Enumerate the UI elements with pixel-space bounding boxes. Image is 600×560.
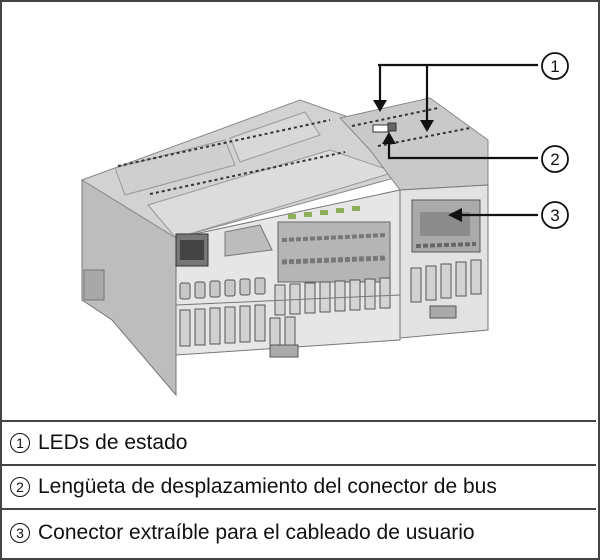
callout-number-1: 1 [10,433,30,453]
legend-row-3: 3 Conector extraíble para el cableado de… [2,508,596,556]
svg-text:2: 2 [550,150,559,169]
svg-text:3: 3 [550,206,559,225]
callout-number-3: 3 [10,523,30,543]
callout-1 [378,63,538,122]
legend-row-1: 1 LEDs de estado [2,420,596,464]
legend-text-3: Conector extraíble para el cableado de u… [38,521,475,544]
legend-text-1: LEDs de estado [38,431,188,454]
callout-2 [387,142,538,160]
legend-row-2: 2 Lengüeta de desplazamiento del conecto… [2,464,596,508]
legend-table: 1 LEDs de estado 2 Lengüeta de desplazam… [2,420,596,556]
legend-text-2: Lengüeta de desplazamiento del conector … [38,475,497,498]
plc-drawing: 1 2 3 [80,52,569,397]
svg-text:1: 1 [550,57,559,76]
callout-number-2: 2 [10,477,30,497]
plc-illustration: 1 2 3 [2,2,596,420]
